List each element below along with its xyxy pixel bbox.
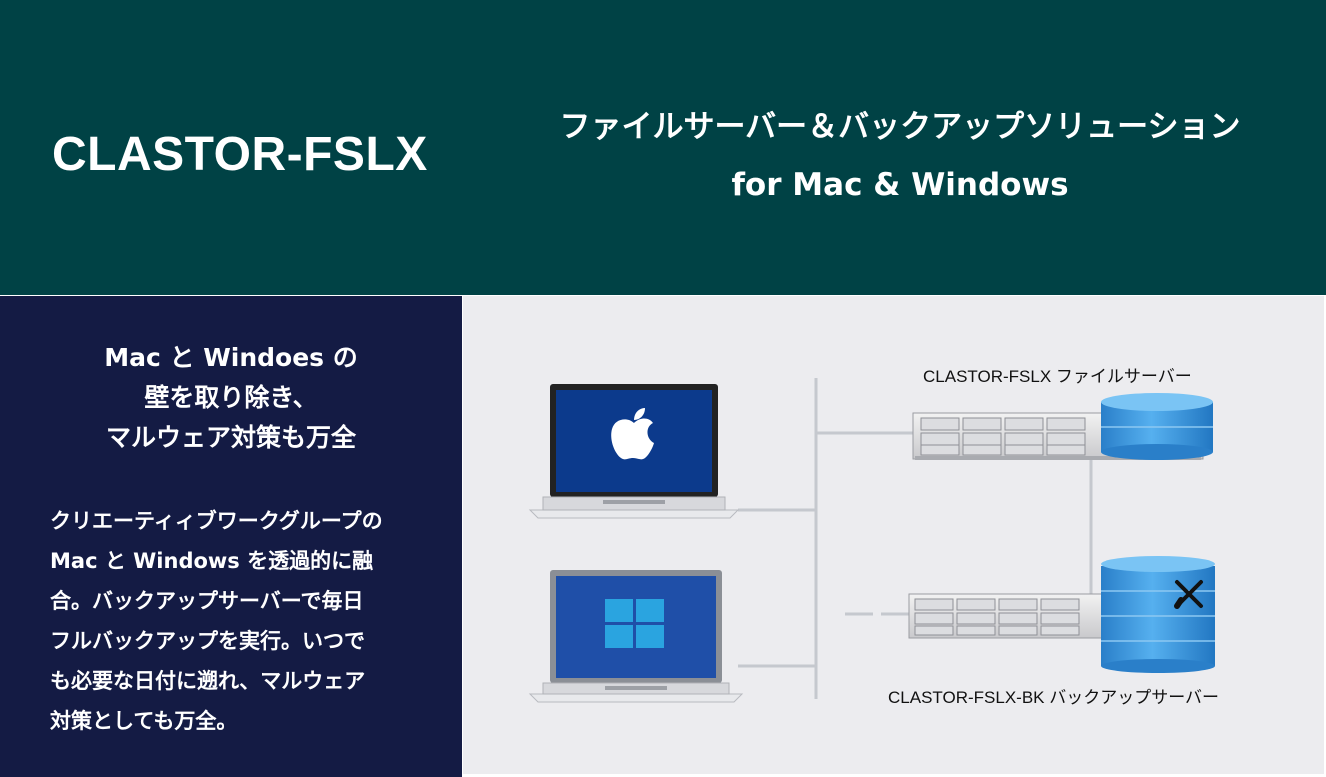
pencil-cross-icon xyxy=(1174,580,1203,609)
panel-title-line-3: マルウェア対策も万全 xyxy=(105,423,356,452)
panel-body: クリエーティィブワークグループの Mac と Windows を透過的に融 合。… xyxy=(50,501,422,741)
panel-body-line-2: Mac と Windows を透過的に融 xyxy=(50,549,374,573)
windows-laptop xyxy=(528,570,744,703)
network-diagram: CLASTOR-FSLX ファイルサーバー CLASTOR-FSLX-BK バッ… xyxy=(528,367,1219,707)
subtitle-line-1: ファイルサーバー＆バックアップソリューション xyxy=(559,109,1241,145)
file-server-storage-icon xyxy=(1101,393,1213,460)
panel-title-line-2: 壁を取り除き、 xyxy=(144,383,318,412)
subtitle-line-2: for Mac & Windows xyxy=(731,167,1069,203)
backup-storage-icon xyxy=(1101,556,1215,673)
panel-body-line-4: フルバックアップを実行。いつで xyxy=(50,629,365,653)
file-server-label: CLASTOR-FSLX ファイルサーバー xyxy=(923,367,1192,386)
backup-server-label: CLASTOR-FSLX-BK バックアップサーバー xyxy=(888,688,1219,707)
subtitle: ファイルサーバー＆バックアップソリューション for Mac & Windows xyxy=(490,98,1310,214)
panel-body-line-3: 合。バックアップサーバーで毎日 xyxy=(50,589,364,613)
apple-logo-icon xyxy=(611,408,654,460)
product-name: CLASTOR-FSLX xyxy=(52,128,428,181)
mac-laptop xyxy=(528,384,740,519)
connection-lines xyxy=(738,378,1093,699)
description-panel: Mac と Windoes の 壁を取り除き、 マルウェア対策も万全 クリエーテ… xyxy=(0,296,462,777)
panel-body-line-6: 対策としても万全。 xyxy=(50,709,238,733)
panel-body-line-5: も必要な日付に遡れ、マルウェア xyxy=(50,669,366,693)
panel-title-line-1: Mac と Windoes の xyxy=(104,343,358,372)
windows-logo-icon xyxy=(605,599,664,648)
panel-body-line-1: クリエーティィブワークグループの xyxy=(50,509,383,533)
header-banner: CLASTOR-FSLX ファイルサーバー＆バックアップソリューション for … xyxy=(0,0,1326,295)
backup-server-rack xyxy=(908,593,1106,639)
panel-title: Mac と Windoes の 壁を取り除き、 マルウェア対策も万全 xyxy=(0,338,462,458)
